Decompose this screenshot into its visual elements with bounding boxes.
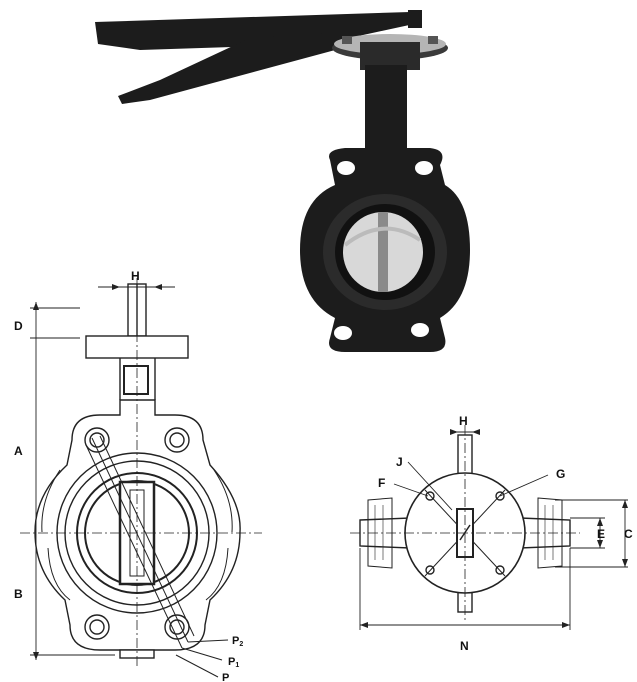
- label-h-left: H: [131, 269, 140, 283]
- label-g: G: [556, 467, 565, 481]
- label-b: B: [14, 587, 23, 601]
- lever-handle: [95, 10, 422, 104]
- dimension-arrows: [33, 284, 628, 660]
- label-e: E: [597, 527, 605, 541]
- label-n: N: [460, 639, 469, 653]
- valve-photo: [95, 10, 470, 352]
- label-c: C: [624, 527, 633, 541]
- front-elevation-drawing: [20, 278, 262, 678]
- label-a: A: [14, 444, 23, 458]
- label-p2: P2: [232, 635, 243, 648]
- label-p1: P1: [228, 656, 239, 669]
- label-j: J: [396, 455, 403, 469]
- label-d: D: [14, 319, 23, 333]
- ratchet-plate: [332, 34, 448, 70]
- label-p: P: [222, 672, 229, 682]
- label-f: F: [378, 476, 385, 490]
- label-h-right: H: [459, 414, 468, 428]
- top-view-drawing: [350, 425, 628, 630]
- valve-body: [300, 148, 470, 352]
